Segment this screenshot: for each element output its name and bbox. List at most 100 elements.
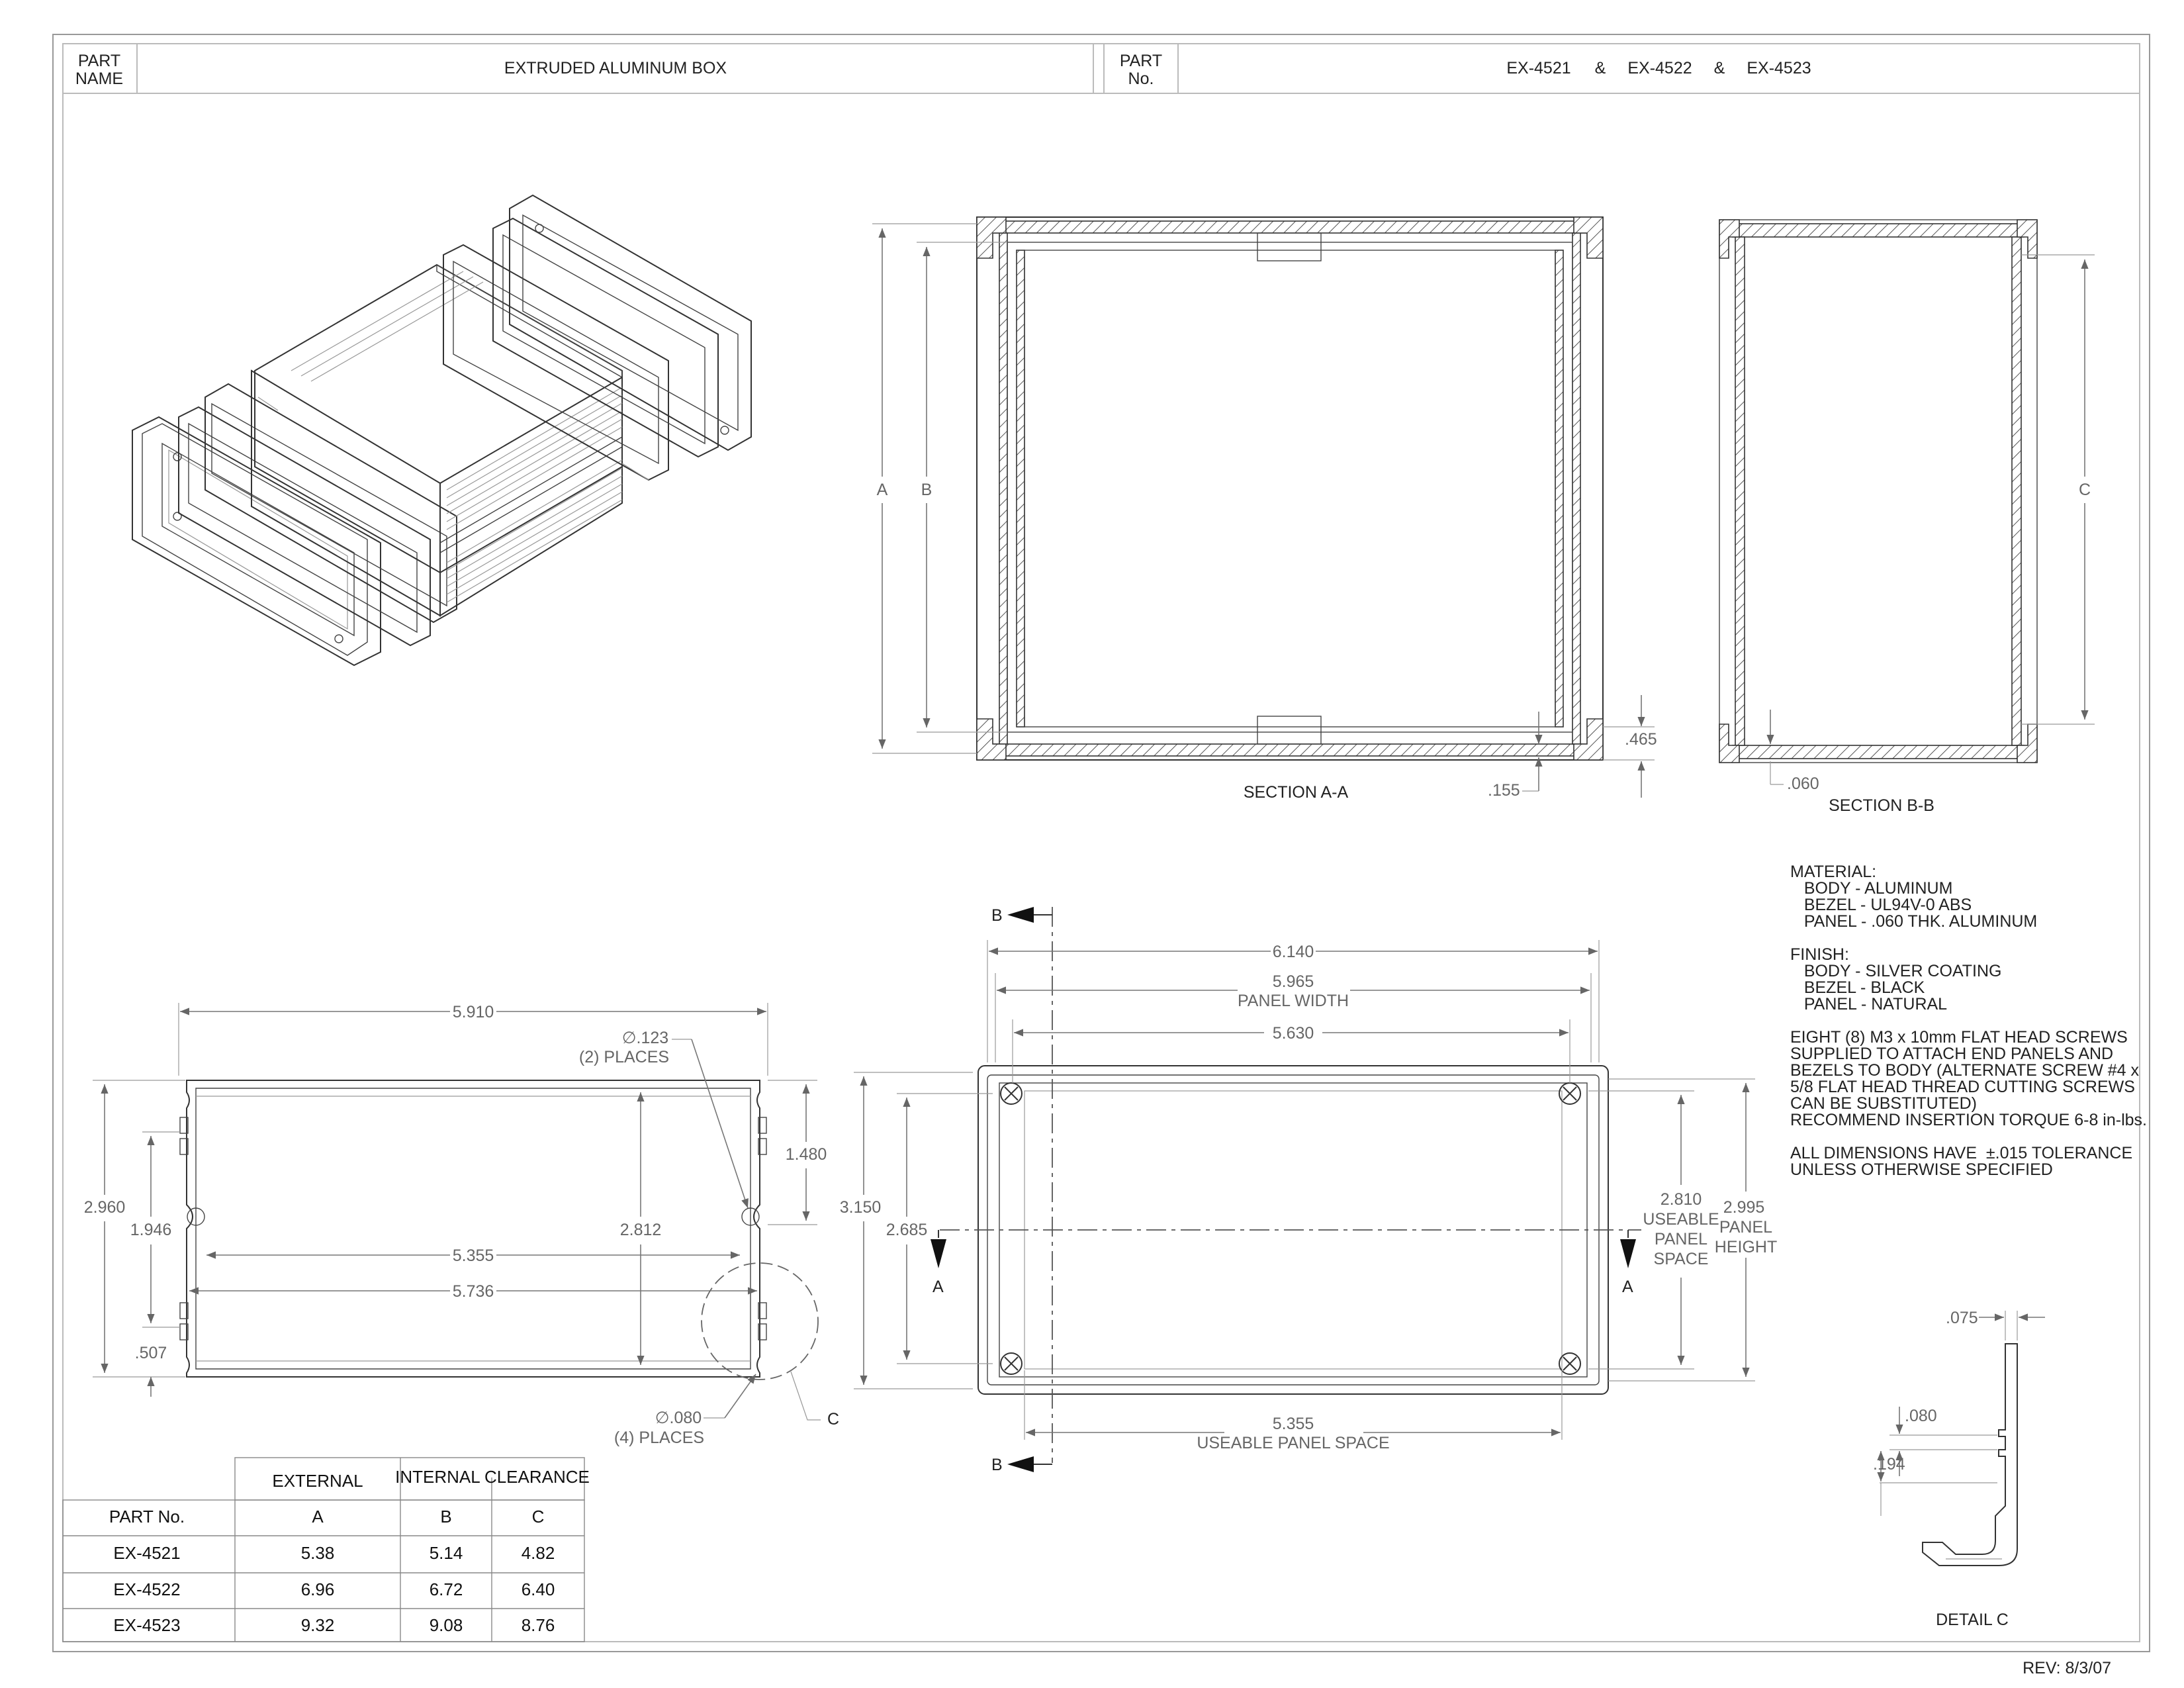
section-aa-dim-a: A — [877, 481, 888, 499]
end-view-hole-dia: ∅.123 — [622, 1029, 668, 1047]
note-line: PANEL - .060 THK. ALUMINUM — [1790, 912, 2037, 931]
end-view-dim-mid: 1.946 — [130, 1221, 172, 1239]
outer-border — [52, 34, 2150, 1652]
table-cell: 8.76 — [522, 1615, 555, 1635]
end-view-dim-height: 2.960 — [84, 1198, 126, 1217]
note-line: RECOMMEND INSERTION TORQUE 6-8 in-lbs. — [1790, 1111, 2147, 1129]
table-cell: EX-4521 — [113, 1543, 180, 1563]
front-dim-useable-h-label-3: SPACE — [1654, 1250, 1709, 1268]
screw-bottom-left-icon — [1000, 1352, 1023, 1375]
note-line: SUPPLIED TO ATTACH END PANELS AND — [1790, 1045, 2113, 1063]
front-dim-useable-h-label-1: USEABLE — [1643, 1210, 1719, 1229]
dimension-table: EXTERNAL INTERNAL CLEARANCE PART No. A B… — [62, 1457, 590, 1642]
notes-block: MATERIAL: BODY - ALUMINUM BEZEL - UL94V-… — [1790, 863, 2147, 1179]
table-cell: 9.08 — [430, 1615, 463, 1635]
part-number-3: EX-4523 — [1747, 59, 1811, 77]
table-row: EX-4522 6.96 6.72 6.40 — [113, 1579, 555, 1599]
front-dim-useable-w-label: USEABLE PANEL SPACE — [1197, 1434, 1389, 1452]
part-name: EXTRUDED ALUMINUM BOX — [504, 59, 727, 77]
revision: REV: 8/3/07 — [2023, 1659, 2111, 1677]
part-number-sep-2: & — [1714, 59, 1725, 77]
table-cell: 9.32 — [301, 1615, 335, 1635]
front-view: B B A A 6.140 5.965 PANEL WIDTH 5.630 — [840, 906, 1778, 1474]
table-cell: 5.38 — [301, 1543, 335, 1563]
end-view-detail-label: C — [827, 1410, 839, 1429]
extrusion-end-view: 5.910 ∅.123 (2) PLACES 2.960 1.946 .507 … — [84, 1003, 839, 1447]
table-cell: 6.96 — [301, 1579, 335, 1599]
end-view-dim-inner-w2: 5.736 — [453, 1282, 494, 1301]
section-a-a: A B .465 .155 SECTION A-A — [872, 216, 1657, 802]
note-line: EIGHT (8) M3 x 10mm FLAT HEAD SCREWS — [1790, 1028, 2128, 1047]
table-cell: 6.72 — [430, 1579, 463, 1599]
section-mark-b-top: B — [991, 906, 1003, 925]
table-header-internal: INTERNAL CLEARANCE — [395, 1467, 590, 1487]
detail-c-dim-075: .075 — [1946, 1309, 1978, 1327]
inner-border — [62, 43, 2140, 1642]
note-line: BODY - ALUMINUM — [1790, 879, 1952, 898]
front-dim-panel-h-label-1: PANEL — [1719, 1218, 1772, 1237]
part-no-label-1: PART — [1120, 52, 1162, 70]
section-bb-title: SECTION B-B — [1829, 796, 1934, 815]
table-cell: 5.14 — [430, 1543, 463, 1563]
table-col-a: A — [312, 1507, 324, 1526]
note-line: ALL DIMENSIONS HAVE ±.015 TOLERANCE — [1790, 1144, 2132, 1162]
front-dim-panel-w-label: PANEL WIDTH — [1238, 992, 1349, 1010]
end-view-dim-right-height: 1.480 — [786, 1145, 827, 1164]
front-dim-screw-h: 2.685 — [886, 1221, 928, 1239]
front-dim-panel-h: 2.995 — [1723, 1198, 1765, 1217]
detail-c-dim-194: .194 — [1873, 1455, 1905, 1474]
screw-top-left-icon — [1000, 1082, 1023, 1105]
detail-c: .075 .080 .194 DETAIL C — [1873, 1309, 2045, 1629]
isometric-exploded-view — [132, 194, 752, 667]
end-view-dim-inner-w1: 5.355 — [453, 1246, 494, 1265]
front-dim-overall-w: 6.140 — [1273, 943, 1314, 961]
part-name-label-2: NAME — [75, 70, 123, 88]
detail-c-title: DETAIL C — [1936, 1611, 2009, 1629]
front-dim-useable-h-label-2: PANEL — [1655, 1230, 1707, 1248]
end-view-dim-bottom: .507 — [135, 1344, 167, 1362]
note-line: BEZELS TO BODY (ALTERNATE SCREW #4 x — [1790, 1061, 2139, 1080]
end-view-slot-dia: ∅.080 — [655, 1409, 702, 1427]
table-col-c: C — [532, 1507, 545, 1526]
front-dim-panel-w: 5.965 — [1273, 972, 1314, 991]
table-cell: EX-4523 — [113, 1615, 180, 1635]
note-line: 5/8 FLAT HEAD THREAD CUTTING SCREWS — [1790, 1078, 2135, 1096]
note-line: BEZEL - BLACK — [1790, 978, 1925, 997]
note-line: UNLESS OTHERWISE SPECIFIED — [1790, 1160, 2053, 1179]
section-bb-dim-c: C — [2079, 481, 2091, 499]
end-view-hole-places: (2) PLACES — [579, 1048, 669, 1066]
end-view-slot-places: (4) PLACES — [614, 1429, 704, 1447]
part-name-label-1: PART — [78, 52, 120, 70]
note-line: CAN BE SUBSTITUTED) — [1790, 1094, 1977, 1113]
end-view-dim-width: 5.910 — [453, 1003, 494, 1021]
table-cell: 4.82 — [522, 1543, 555, 1563]
end-view-dim-inner-height: 2.812 — [620, 1221, 662, 1239]
section-aa-dim-465: .465 — [1625, 730, 1657, 749]
section-aa-dim-155: .155 — [1488, 781, 1520, 800]
note-line: PANEL - NATURAL — [1790, 995, 1947, 1013]
table-header-external: EXTERNAL — [272, 1471, 363, 1491]
table-col-b: B — [440, 1507, 451, 1526]
part-number-sep-1: & — [1595, 59, 1606, 77]
table-col-part: PART No. — [109, 1507, 185, 1526]
front-dim-screw-w: 5.630 — [1273, 1024, 1314, 1043]
section-aa-dim-b: B — [921, 481, 933, 499]
detail-c-dim-080: .080 — [1905, 1407, 1937, 1425]
table-row: EX-4523 9.32 9.08 8.76 — [113, 1615, 555, 1635]
table-cell: 6.40 — [522, 1579, 555, 1599]
note-line: BEZEL - UL94V-0 ABS — [1790, 896, 1972, 914]
section-bb-dim-060: .060 — [1787, 774, 1819, 793]
section-mark-a-right: A — [1622, 1278, 1633, 1296]
part-number-2: EX-4522 — [1627, 59, 1692, 77]
screw-top-right-icon — [1559, 1082, 1581, 1105]
section-aa-title: SECTION A-A — [1244, 783, 1349, 802]
front-dim-overall-h: 3.150 — [840, 1198, 882, 1217]
note-line: MATERIAL: — [1790, 863, 1876, 881]
screw-bottom-right-icon — [1559, 1352, 1581, 1375]
part-no-label-2: No. — [1128, 70, 1154, 88]
section-mark-b-bottom: B — [991, 1456, 1003, 1474]
note-line: FINISH: — [1790, 945, 1849, 964]
title-block: PART NAME EXTRUDED ALUMINUM BOX PART No.… — [62, 43, 2140, 94]
front-dim-panel-h-label-2: HEIGHT — [1715, 1238, 1777, 1256]
